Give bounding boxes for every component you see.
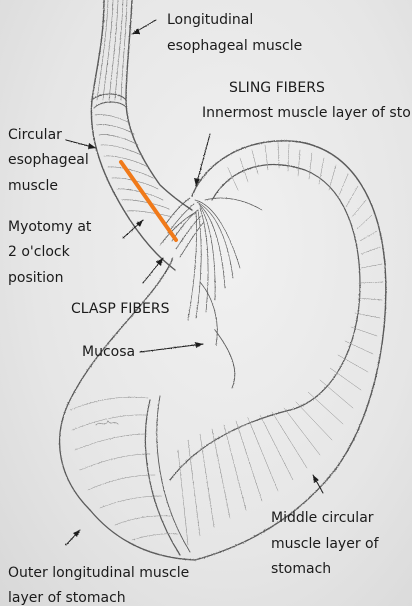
arrow-mucosa bbox=[140, 342, 203, 352]
label-longitudinal-esophageal-muscle: esophageal muscle bbox=[167, 37, 302, 56]
arrow-outer bbox=[66, 530, 80, 545]
label-outer-longitudinal-muscle: layer of stomach bbox=[8, 589, 126, 606]
middle-circular-striations bbox=[178, 143, 383, 545]
label-myotomy: Myotomy at bbox=[8, 218, 91, 237]
label-longitudinal-esophageal-muscle: Longitudinal bbox=[167, 11, 253, 30]
label-middle-circular-muscle: stomach bbox=[271, 560, 331, 579]
label-sling-fibers: SLING FIBERS bbox=[229, 79, 325, 98]
label-mucosa: Mucosa bbox=[82, 343, 135, 362]
label-middle-circular-muscle: muscle layer of bbox=[271, 535, 379, 554]
sling-fibers bbox=[188, 198, 262, 320]
arrow-clasp bbox=[143, 258, 163, 283]
label-circular-esophageal-muscle: muscle bbox=[8, 177, 58, 196]
arrow-longitudinal bbox=[132, 20, 156, 34]
circular-esophageal-fibers bbox=[95, 115, 172, 217]
arrow-circular bbox=[66, 140, 96, 149]
arrow-myotomy bbox=[123, 220, 143, 238]
label-clasp-fibers: CLASP FIBERS bbox=[71, 300, 170, 319]
label-middle-circular-muscle: Middle circular bbox=[271, 509, 374, 528]
label-myotomy: position bbox=[8, 269, 63, 288]
label-outer-longitudinal-muscle: Outer longitudinal muscle bbox=[8, 564, 189, 583]
label-circular-esophageal-muscle: Circular bbox=[8, 126, 62, 145]
label-myotomy: 2 o'clock bbox=[8, 243, 70, 262]
myotomy-incision-line bbox=[121, 162, 176, 240]
leader-arrows bbox=[66, 20, 323, 545]
longitudinal-muscle-fibers bbox=[97, 0, 127, 100]
label-circular-esophageal-muscle: esophageal bbox=[8, 151, 89, 170]
label-sling-fibers-description: Innermost muscle layer of stomach bbox=[202, 104, 412, 123]
